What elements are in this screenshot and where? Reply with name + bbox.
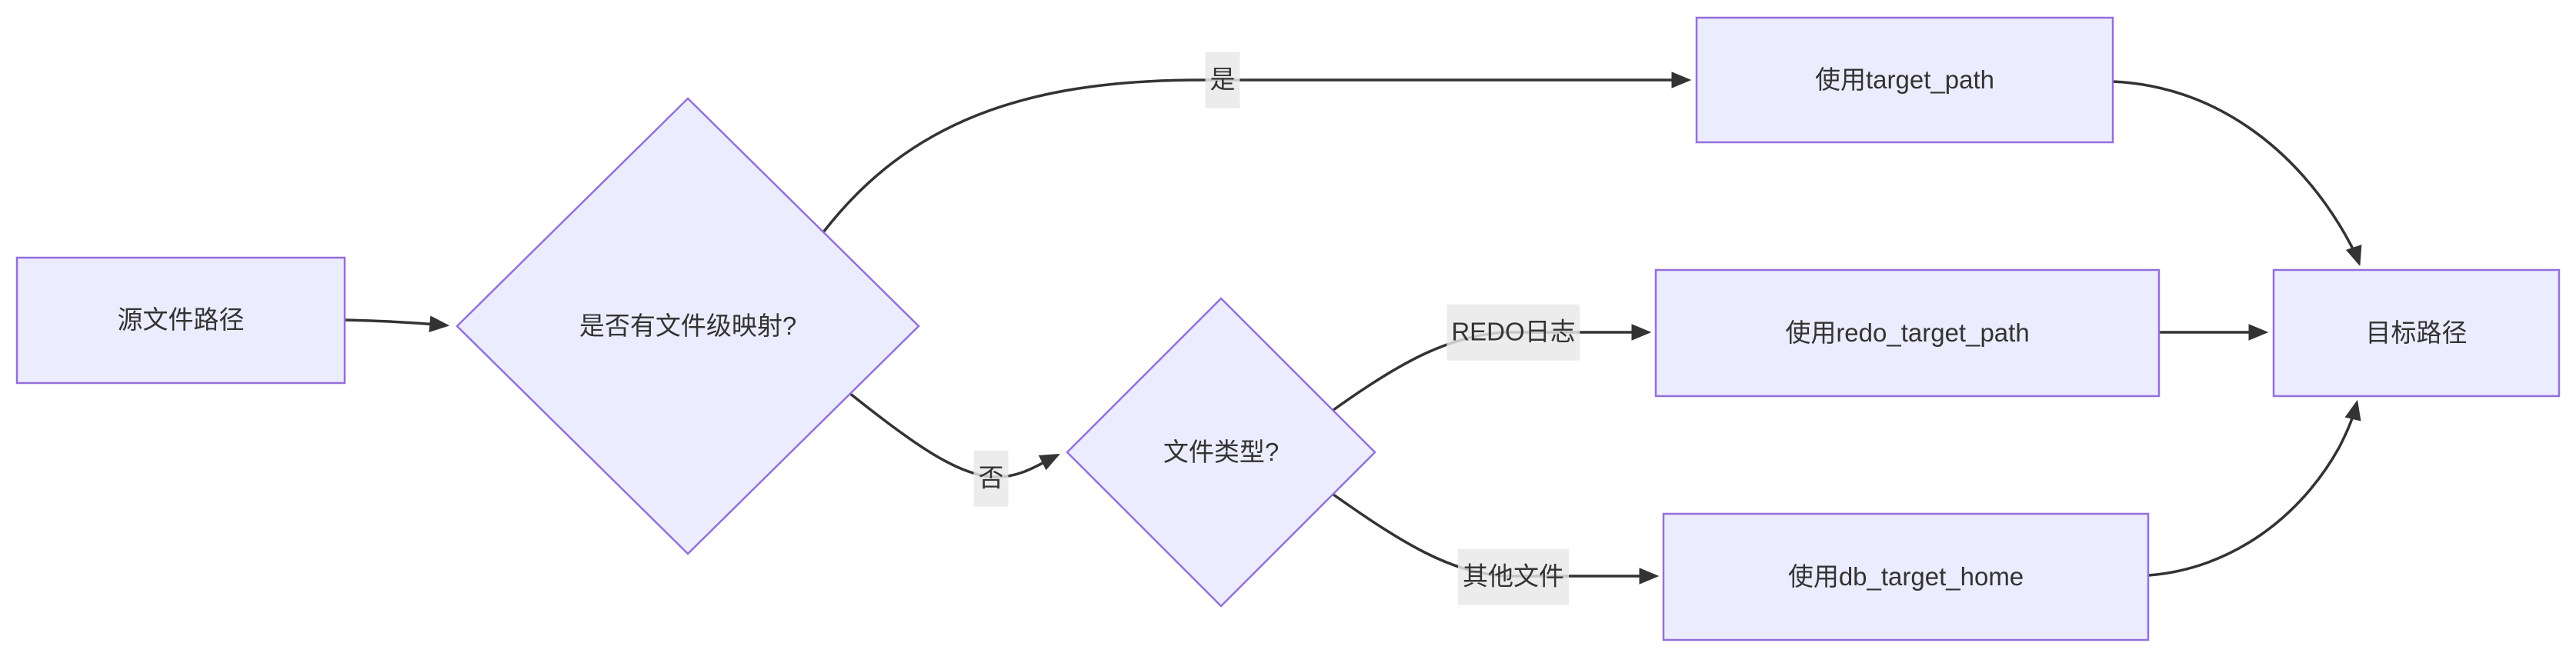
- edge-source-path-to-has-file-mapping: [344, 315, 450, 332]
- edge-has-file-mapping-to-file-type: [848, 391, 1060, 478]
- node-has-file-mapping: [455, 97, 920, 555]
- edge-use-target-path-to-target-path: [2112, 80, 2362, 267]
- node-use-redo-target-path: [1654, 268, 2161, 398]
- edge-label-redo-log: REDO日志: [1446, 304, 1580, 361]
- node-use-db-target-home: [1662, 512, 2150, 641]
- edge-has-file-mapping-to-use-target-path: [822, 72, 1692, 234]
- edge-label-no: 否: [973, 450, 1009, 507]
- node-target-path: [2272, 268, 2561, 398]
- node-source-path: [15, 256, 346, 385]
- edge-label-other-files: 其他文件: [1458, 548, 1569, 605]
- node-use-target-path: [1695, 16, 2114, 144]
- node-file-type: [1066, 297, 1376, 608]
- edge-label-yes: 是: [1205, 52, 1240, 108]
- edge-use-db-target-home-to-target-path: [2147, 399, 2361, 577]
